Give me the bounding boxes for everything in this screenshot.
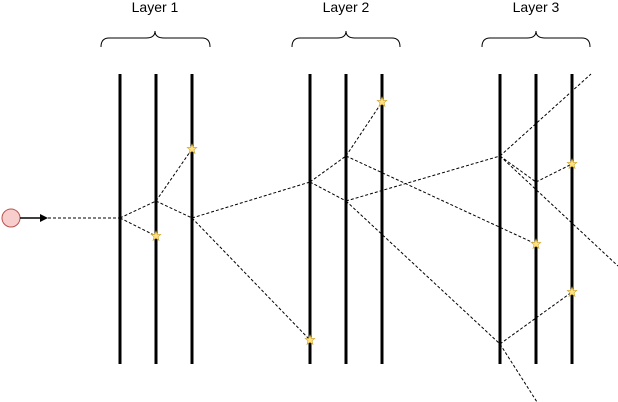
detector-planes bbox=[118, 74, 574, 364]
track-o bbox=[499, 155, 537, 183]
track-j bbox=[345, 155, 501, 202]
layer-2-label: Layer 2 bbox=[323, 0, 370, 15]
track-r bbox=[535, 291, 573, 319]
track-i bbox=[309, 181, 347, 202]
layer-3-brace bbox=[481, 30, 591, 48]
track-e bbox=[191, 217, 311, 341]
track-k bbox=[345, 155, 537, 245]
layer-braces bbox=[100, 30, 591, 48]
track-g bbox=[309, 155, 347, 183]
track-q bbox=[499, 317, 537, 345]
track-n bbox=[499, 155, 618, 267]
track-l bbox=[345, 200, 501, 345]
track-c bbox=[155, 148, 193, 202]
track-f bbox=[191, 181, 311, 219]
particle-tracks bbox=[48, 73, 618, 402]
track-a bbox=[119, 217, 157, 237]
layer-1-label: Layer 1 bbox=[132, 0, 179, 15]
track-p bbox=[535, 163, 573, 183]
track-b bbox=[119, 200, 157, 219]
layer-1-brace bbox=[100, 30, 211, 48]
track-m bbox=[499, 73, 592, 157]
track-d bbox=[155, 200, 193, 219]
layer-3-label: Layer 3 bbox=[513, 0, 560, 15]
layer-2-brace bbox=[291, 30, 401, 48]
source-arrow-head-icon bbox=[40, 214, 48, 222]
track-s bbox=[499, 343, 538, 402]
track-h bbox=[345, 101, 383, 157]
source-particle-icon bbox=[1, 208, 21, 228]
hit-markers bbox=[150, 96, 578, 345]
